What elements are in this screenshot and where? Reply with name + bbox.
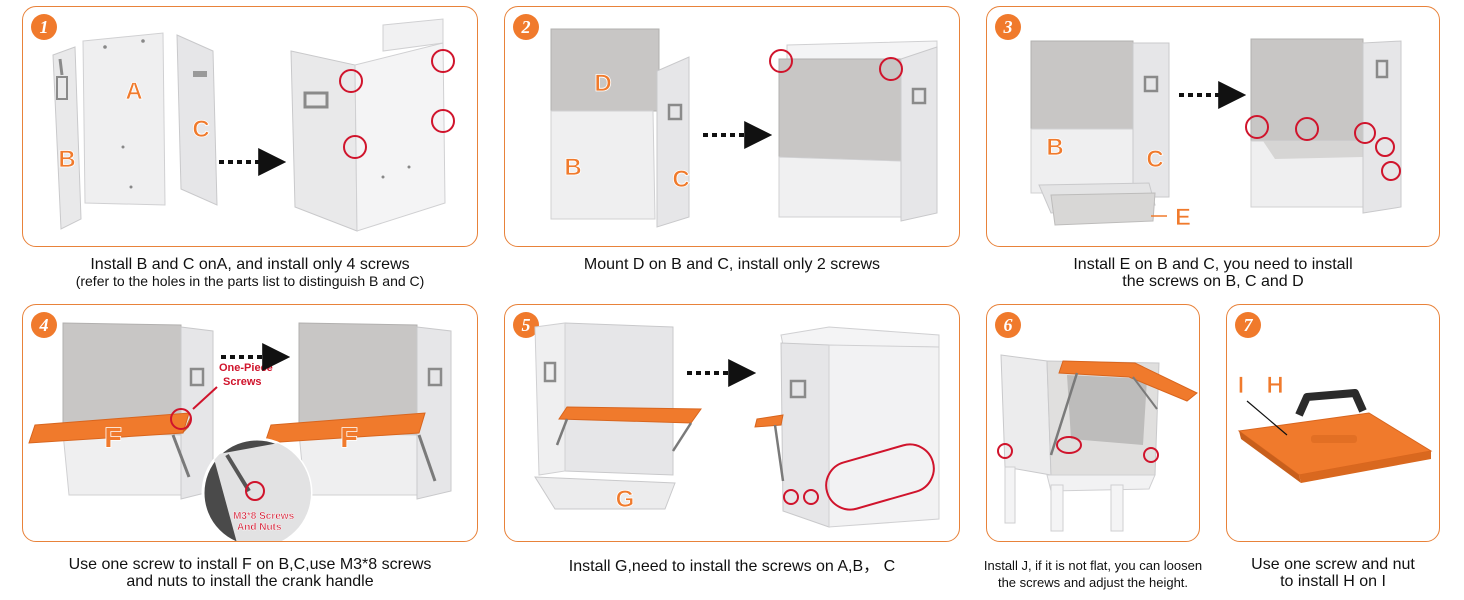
part-b-panel <box>550 110 656 220</box>
step-3-caption-line2: the screws on B, C and D <box>1122 273 1304 290</box>
callout-pointer <box>192 386 218 410</box>
step-7-label-i: I <box>1238 372 1245 399</box>
step-3-label-c: C <box>1146 146 1163 173</box>
step-1-label-b: B <box>58 146 75 173</box>
step-3-caption-line1: Install E on B and C, you need to instal… <box>1073 256 1353 273</box>
part-c-panel <box>176 34 218 206</box>
screw-highlight <box>170 408 192 430</box>
step-1-caption-line1: Install B and C onA, and install only 4 … <box>90 256 410 273</box>
step-6-illustration <box>997 354 1198 532</box>
screw-highlight-group <box>825 443 935 511</box>
step-4-caption: Use one screw to install F on B,C,use M3… <box>22 556 478 590</box>
step-4-panel: 4 F One-Piece Screws F <box>22 304 478 542</box>
step-2-caption: Mount D on B and C, install only 2 screw… <box>504 256 960 273</box>
step-6-panel: 6 <box>986 304 1200 542</box>
step-3-panel: 3 B C E <box>986 6 1440 247</box>
leader-line <box>1246 400 1288 436</box>
step-4-box-before <box>62 322 214 500</box>
step-3-illustration: B C E <box>1030 38 1402 231</box>
step-1-label-a: A <box>125 78 142 105</box>
step-1-illustration: A B C <box>52 18 455 232</box>
step-6-assembled-box <box>1000 354 1198 532</box>
step-4-label-f: F <box>104 422 121 453</box>
part-f-shelf <box>28 412 191 478</box>
step-5-caption: Install G,need to install the screws on … <box>504 558 960 575</box>
step-7-caption-line2: to install H on I <box>1280 573 1386 590</box>
part-c-panel <box>656 56 690 228</box>
screw-highlight <box>783 489 799 505</box>
screw-highlight <box>1245 115 1269 139</box>
step-3-number: 3 <box>995 14 1021 40</box>
step-1-label-c: C <box>192 116 209 143</box>
step-1-assembled-box <box>290 18 446 232</box>
part-i-lid <box>1237 412 1433 483</box>
step-5-assembled-box <box>754 326 940 528</box>
screw-highlight <box>339 69 363 93</box>
step-2-number: 2 <box>513 14 539 40</box>
step-7-label-h: H <box>1266 372 1283 399</box>
step-5-box-before <box>534 322 702 476</box>
step-7-caption: Use one screw and nut to install H on I <box>1206 556 1460 590</box>
step-3-caption: Install E on B and C, you need to instal… <box>986 256 1440 290</box>
part-g-tray <box>534 476 676 510</box>
screw-highlight <box>431 109 455 133</box>
step-2-label-d: D <box>594 70 611 97</box>
step-2-illustration: D B C <box>550 28 938 228</box>
step-6-caption: Install J, if it is not flat, you can lo… <box>966 557 1220 591</box>
step-4-number: 4 <box>31 312 57 338</box>
step-3-label-e: E <box>1175 204 1191 231</box>
step-2-label-c: C <box>672 166 689 193</box>
step-6-number: 6 <box>995 312 1021 338</box>
screw-highlight <box>1375 137 1395 157</box>
step-1-number: 1 <box>31 14 57 40</box>
step-4-caption-line1: Use one screw to install F on B,C,use M3… <box>68 556 432 573</box>
screw-highlight <box>879 57 903 81</box>
step-1-panel: 1 A B C <box>22 6 478 247</box>
step-7-caption-line1: Use one screw and nut <box>1251 556 1415 573</box>
step-4-label-f-after: F <box>340 422 357 453</box>
step-2-panel: 2 D B C <box>504 6 960 247</box>
step-1-caption: Install B and C onA, and install only 4 … <box>22 256 478 290</box>
step-4-inset-zoom <box>201 437 313 541</box>
part-b-panel <box>52 46 82 230</box>
screw-highlight <box>1143 447 1159 463</box>
step-6-caption-line1: Install J, if it is not flat, you can lo… <box>983 558 1203 573</box>
screw-highlight <box>997 443 1013 459</box>
step-4-illustration: F One-Piece Screws F M3*8 Screws And Nut… <box>28 322 452 541</box>
part-h-handle <box>1295 389 1367 417</box>
screw-highlight <box>343 135 367 159</box>
step-5-panel: 5 G <box>504 304 960 542</box>
step-3-assembled-box <box>1250 38 1402 214</box>
step-2-assembled-box <box>778 40 938 222</box>
step-2-label-b: B <box>564 154 581 181</box>
step-3-parts <box>1030 40 1170 198</box>
step-5-number: 5 <box>513 312 539 338</box>
screw-highlight <box>1381 161 1401 181</box>
step-4-inset-label-line1: M3*8 Screws <box>233 511 295 522</box>
step-7-number: 7 <box>1235 312 1261 338</box>
step-4-caption-line2: and nuts to install the crank handle <box>126 573 374 590</box>
screw-highlight <box>1354 122 1376 144</box>
screw-highlight <box>803 489 819 505</box>
step-1-caption-line2: (refer to the holes in the parts list to… <box>75 273 425 289</box>
step-6-caption-line2: the screws and adjust the height. <box>997 575 1189 590</box>
screw-highlight <box>1056 436 1082 454</box>
screw-highlight <box>431 49 455 73</box>
part-e-panel <box>1038 182 1156 226</box>
step-2-caption-line1: Mount D on B and C, install only 2 screw… <box>583 256 881 273</box>
step-5-caption-line1: Install G,need to install the screws on … <box>568 558 896 575</box>
step-4-inset-label-line2: And Nuts <box>237 522 282 533</box>
step-4-callout-line1: One-Piece <box>219 362 273 374</box>
step-4-callout-line2: Screws <box>223 376 262 388</box>
part-a-panel <box>82 32 166 206</box>
screw-highlight <box>1295 117 1319 141</box>
screw-highlight <box>769 49 793 73</box>
step-5-illustration: G <box>534 322 940 528</box>
step-7-panel: 7 I H <box>1226 304 1440 542</box>
step-7-illustration: I H <box>1237 372 1433 483</box>
step-5-label-g: G <box>616 486 635 513</box>
step-3-label-b: B <box>1046 134 1063 161</box>
